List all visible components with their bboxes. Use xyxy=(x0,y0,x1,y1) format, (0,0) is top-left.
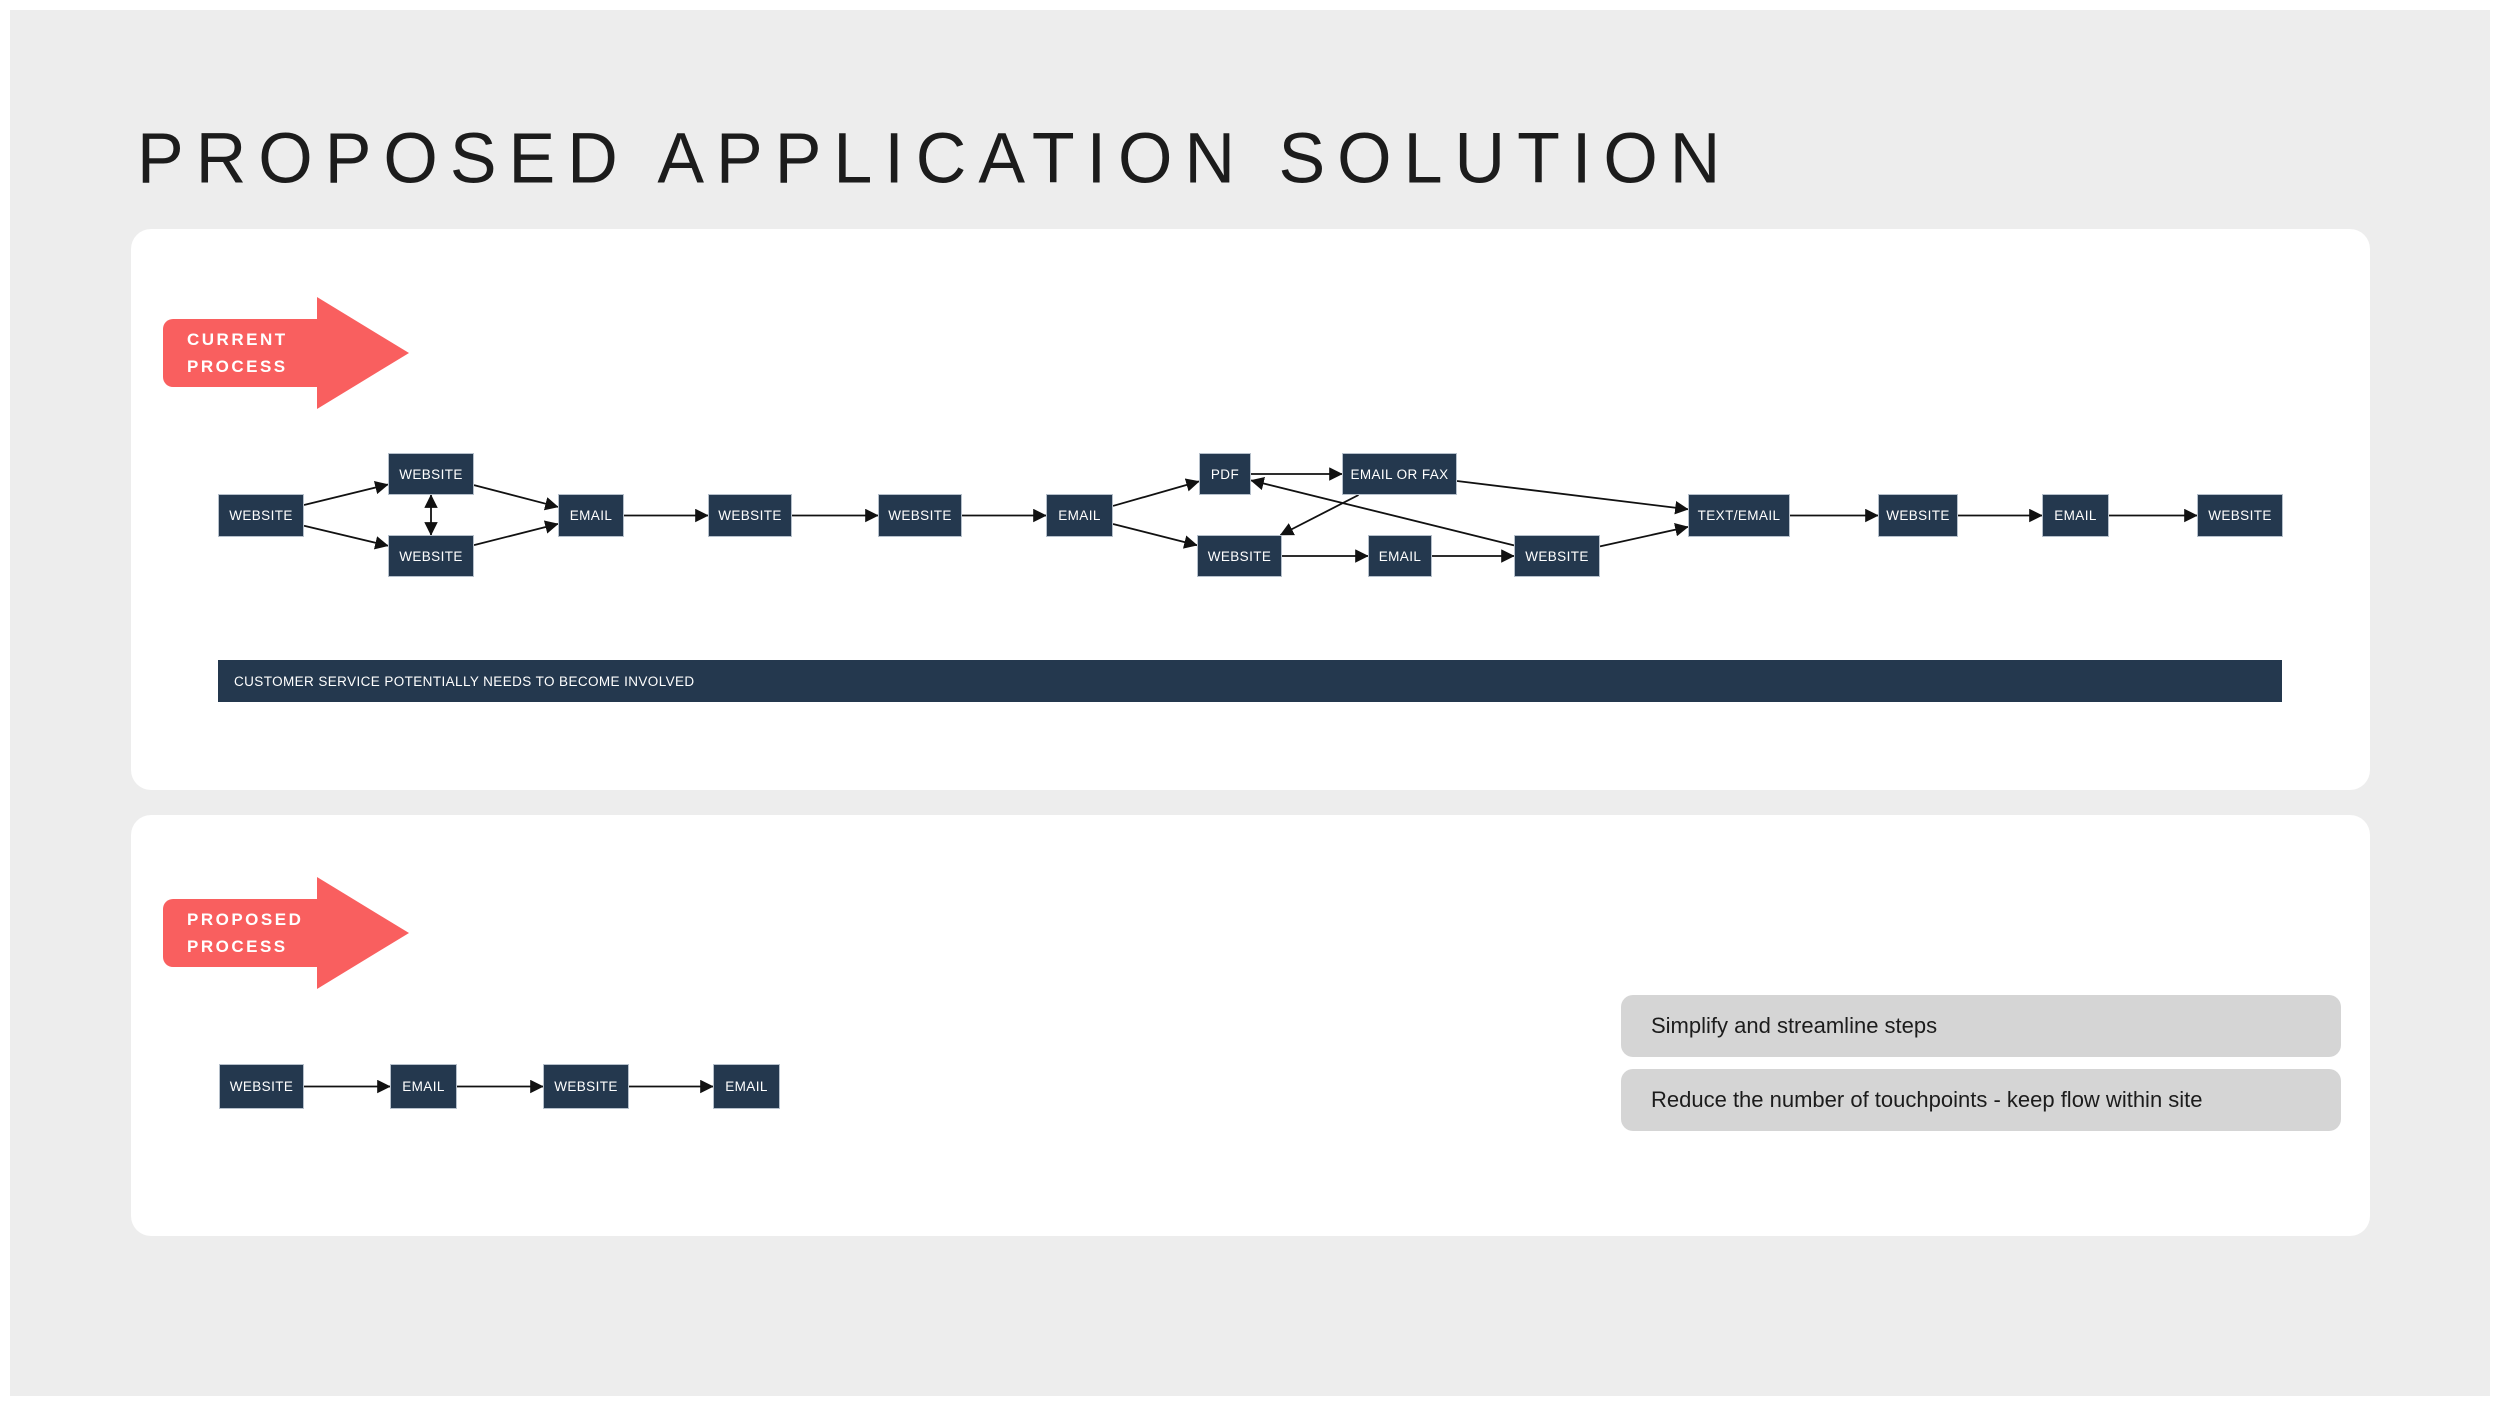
flow-node-email: EMAIL xyxy=(558,494,624,537)
flow-node-email: EMAIL xyxy=(713,1064,780,1109)
flow-node-website: WEBSITE xyxy=(878,494,962,537)
flow-node-email-or-fax: EMAIL OR FAX xyxy=(1342,453,1457,495)
flow-node-website: WEBSITE xyxy=(2197,494,2283,537)
note-pill-simplify: Simplify and streamline steps xyxy=(1621,995,2341,1057)
flow-node-website: WEBSITE xyxy=(1878,494,1958,537)
flow-node-website: WEBSITE xyxy=(388,535,474,577)
proposed-process-arrow-body: PROPOSED PROCESS xyxy=(163,899,319,967)
arrow-head-icon xyxy=(317,297,409,409)
customer-service-banner: CUSTOMER SERVICE POTENTIALLY NEEDS TO BE… xyxy=(218,660,2282,702)
flow-node-email: EMAIL xyxy=(1046,494,1113,537)
flow-node-text-email: TEXT/EMAIL xyxy=(1688,494,1790,537)
current-process-card xyxy=(131,229,2370,790)
flow-node-pdf: PDF xyxy=(1199,453,1251,495)
flow-node-website: WEBSITE xyxy=(1514,535,1600,577)
flow-node-website: WEBSITE xyxy=(218,494,304,537)
flow-node-email: EMAIL xyxy=(390,1064,457,1109)
note-pill-touchpoints: Reduce the number of touchpoints - keep … xyxy=(1621,1069,2341,1131)
flow-node-website: WEBSITE xyxy=(543,1064,629,1109)
current-process-arrow: CURRENT PROCESS xyxy=(163,297,409,409)
page-title: PROPOSED APPLICATION SOLUTION xyxy=(137,118,1733,198)
flow-node-email: EMAIL xyxy=(1368,535,1432,577)
flow-node-website: WEBSITE xyxy=(1197,535,1282,577)
flow-node-website: WEBSITE xyxy=(708,494,792,537)
banner-text: CUSTOMER SERVICE POTENTIALLY NEEDS TO BE… xyxy=(234,673,695,689)
arrow-head-icon xyxy=(317,877,409,989)
arrow-label-line2: PROCESS xyxy=(187,357,288,376)
flow-node-website: WEBSITE xyxy=(219,1064,304,1109)
arrow-label-line1: PROPOSED xyxy=(187,910,304,929)
slide-background: PROPOSED APPLICATION SOLUTION WEBSITE WEB… xyxy=(10,10,2490,1396)
proposed-process-arrow: PROPOSED PROCESS xyxy=(163,877,409,989)
note-pill-text: Reduce the number of touchpoints - keep … xyxy=(1651,1087,2203,1112)
flow-node-website: WEBSITE xyxy=(388,453,474,495)
current-process-arrow-body: CURRENT PROCESS xyxy=(163,319,319,387)
arrow-label-line2: PROCESS xyxy=(187,937,288,956)
note-pill-text: Simplify and streamline steps xyxy=(1651,1013,1938,1038)
arrow-label-line1: CURRENT xyxy=(187,330,288,349)
flow-node-email: EMAIL xyxy=(2042,494,2109,537)
